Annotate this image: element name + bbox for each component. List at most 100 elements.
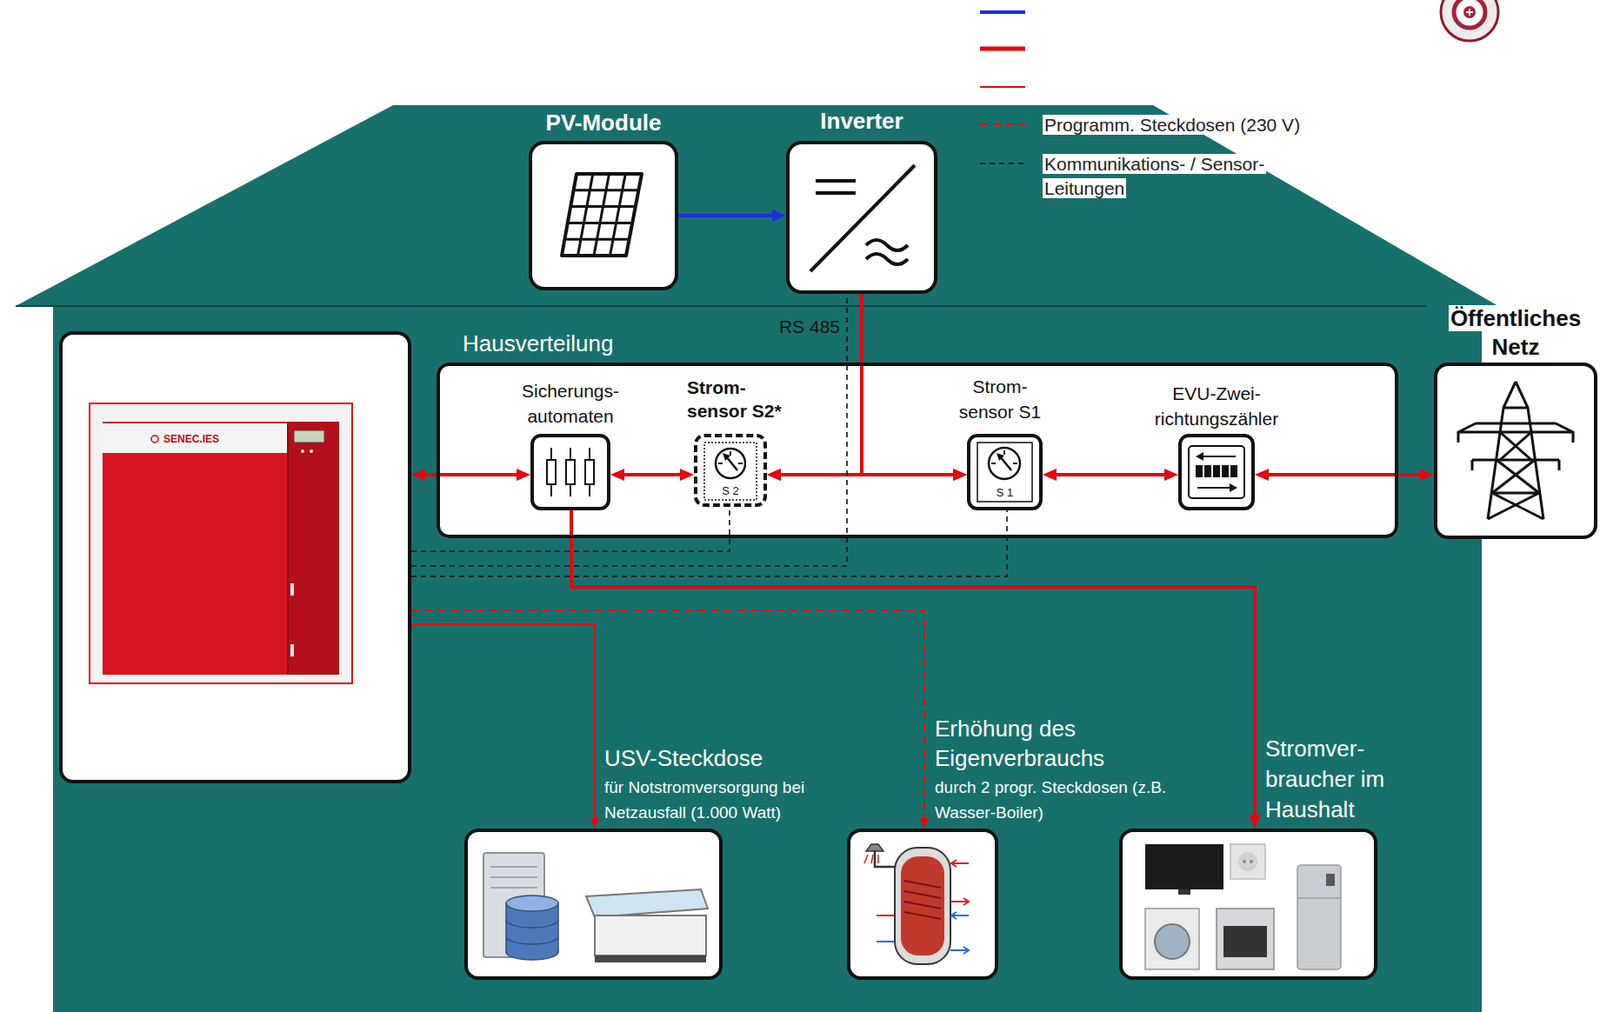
drawing-part <box>866 844 884 852</box>
connector <box>861 293 960 475</box>
node-icon <box>530 433 611 511</box>
drawing-part <box>894 847 951 965</box>
legend-line <box>980 10 1026 14</box>
node-note: für Notstromversorgung bei Netzausfall (… <box>604 774 866 826</box>
drawing-part <box>1154 924 1190 960</box>
drawing-part <box>951 860 957 867</box>
legend-line <box>980 123 1026 126</box>
drawing-part <box>1188 446 1245 499</box>
sensor-tag: S 1 <box>966 486 1043 500</box>
drawing-part <box>815 179 856 183</box>
drawing-part <box>594 915 707 956</box>
drawing-part <box>585 460 594 485</box>
drawing-part <box>729 451 732 456</box>
distribution-board: HausverteilungSicherungs- automatenStrom… <box>436 362 1399 539</box>
drawing-part <box>1202 455 1236 458</box>
connector <box>678 213 780 218</box>
drawing-part <box>1178 889 1191 895</box>
drawing-part <box>950 900 969 903</box>
node-heading: Erhöhung des Eigenverbrauchs <box>934 713 1135 774</box>
consumer-box: Erhöhung des Eigenverbrauchsdurch 2 prog… <box>846 828 999 980</box>
drawing-part <box>738 462 743 465</box>
connector <box>1049 473 1172 477</box>
drawing-part <box>1197 486 1231 489</box>
node-heading: PV-Module <box>502 109 705 136</box>
drawing-part <box>1458 432 1574 471</box>
drawing-part <box>1000 456 1012 471</box>
device-logo: SENEC.IES <box>163 432 242 447</box>
drawing-part <box>102 421 287 675</box>
drawing-part <box>876 914 895 917</box>
board-fill <box>436 362 1399 539</box>
connector <box>418 473 524 477</box>
drawing-part <box>286 421 289 675</box>
drawing-part <box>963 946 969 954</box>
drawing-part <box>1297 865 1341 970</box>
connector <box>411 506 730 552</box>
logo-dot <box>1463 6 1476 19</box>
drawing-part <box>1458 381 1574 520</box>
component-label: Strom- sensor S1 <box>952 373 1048 425</box>
drawing-part <box>506 920 559 945</box>
node-icon <box>846 828 999 980</box>
breaker-box: Sicherungs- automaten <box>530 433 611 511</box>
connector <box>1261 473 1427 477</box>
connector <box>617 473 687 477</box>
drawing-part <box>286 421 340 675</box>
drawing-part <box>991 462 996 465</box>
drawing-part <box>1326 873 1335 887</box>
drawing-part <box>900 856 945 956</box>
drawing-part <box>1145 908 1200 970</box>
node-icon <box>528 140 679 291</box>
node-icon <box>464 828 723 980</box>
drawing-part <box>1223 926 1267 958</box>
drawing-part <box>1242 860 1247 864</box>
node-icon <box>1433 362 1598 540</box>
drawing-part <box>89 403 353 684</box>
drawing-part <box>102 423 287 454</box>
node-heading: USV-Steckdose <box>604 745 866 772</box>
drawing-part <box>573 188 640 192</box>
node-note: durch 2 progr. Steckdosen (z.B. Wasser-B… <box>934 774 1187 826</box>
node-icon <box>1178 433 1255 511</box>
logo-ring <box>1453 0 1486 28</box>
drawing-part <box>1204 465 1212 478</box>
current-sensor-box: Strom- sensor S2*S 2 <box>693 433 767 507</box>
drawing-part <box>546 460 556 485</box>
drawing-part <box>578 173 594 256</box>
drawing-part <box>718 462 723 465</box>
node-heading: Inverter <box>760 107 964 134</box>
drawing-part <box>570 205 636 208</box>
legend-text: Kommunikations- / Sensor- Leitungen <box>1042 153 1267 199</box>
drawing-part <box>904 880 941 920</box>
edge-label: RS 485 <box>749 315 840 338</box>
node-heading: Öffentliches Netz <box>1448 305 1583 360</box>
drawing-part <box>1249 860 1254 864</box>
pv-module-box: PV-Module <box>528 140 679 291</box>
drawing-part <box>1230 844 1266 880</box>
drawing-part <box>490 866 538 868</box>
drawing-part <box>1195 465 1203 478</box>
connector <box>411 293 847 567</box>
drawing-part <box>1195 452 1204 461</box>
meter-box: EVU-Zwei- richtungszähler <box>1178 433 1255 511</box>
grid-box: Öffentliches Netz <box>1433 362 1598 540</box>
legend-line <box>980 46 1026 52</box>
drawing-part <box>1003 450 1006 455</box>
drawing-part <box>593 173 610 256</box>
drawing-part <box>561 173 642 256</box>
drawing-part <box>1229 483 1238 493</box>
drawing-part <box>864 854 868 864</box>
drawing-part <box>815 191 856 195</box>
drawing-part <box>1013 462 1018 465</box>
drawing-part <box>1230 465 1238 478</box>
drawing-part <box>490 876 538 879</box>
roof-edge <box>15 305 1427 307</box>
component-label: Strom- sensor S2* <box>686 375 800 423</box>
drawing-part <box>1297 897 1341 900</box>
node-icon <box>59 331 412 784</box>
node-heading: Stromver- braucher im Haushalt <box>1265 733 1409 826</box>
drawing-part <box>715 448 746 479</box>
drawing-part <box>309 449 314 454</box>
connector <box>571 510 1255 822</box>
